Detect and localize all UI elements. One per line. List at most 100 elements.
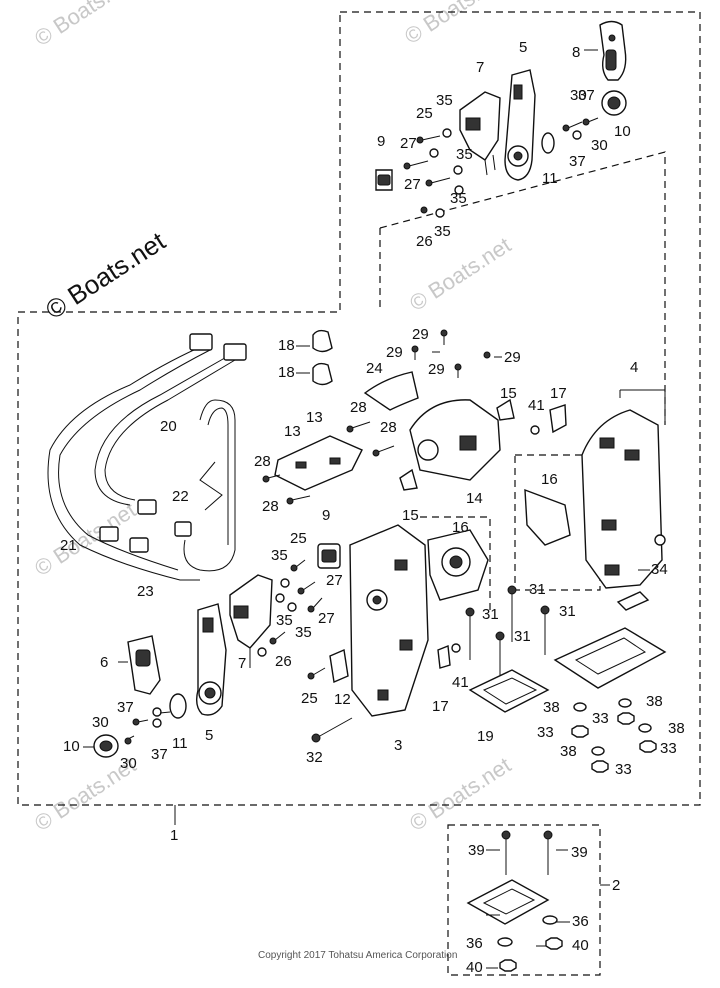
top-screws [403,117,599,218]
part-12-pad [329,649,349,683]
assembly-boundary [17,11,701,806]
part-20-21-harness [47,333,247,581]
callout-38: 38 [543,699,560,716]
callout-29: 29 [386,344,403,361]
callout-39: 39 [571,844,588,861]
inset-boundary-16 [514,454,601,591]
label-leaders [83,49,650,969]
callout-31: 31 [482,606,499,623]
part-14-cover [409,399,501,481]
callout-37: 37 [117,699,134,716]
callout-9: 9 [322,507,330,524]
callout-29: 29 [504,349,521,366]
callout-23: 23 [137,583,154,600]
part-4-housing [581,409,666,611]
part-9-knob [375,169,393,191]
callout-29: 29 [428,361,445,378]
callout-13: 13 [306,409,323,426]
callout-7: 7 [476,59,484,76]
callout-7: 7 [238,655,246,672]
callout-38: 38 [668,720,685,737]
callout-labels: 1 2 3 4 5 5 6 7 7 8 9 9 10 10 11 11 12 1… [60,39,685,976]
callout-30: 30 [570,87,587,104]
callout-14: 14 [466,490,483,507]
callout-29: 29 [412,326,429,343]
callout-20: 20 [160,418,177,435]
callout-32: 32 [306,749,323,766]
callout-38: 38 [646,693,663,710]
part-16-pads [427,488,571,601]
callout-28: 28 [262,498,279,515]
callout-10: 10 [63,738,80,755]
part-15-clip [399,398,515,491]
callout-35: 35 [271,547,288,564]
part-7-cover [459,91,501,176]
callout-1: 1 [170,827,178,844]
callout-41: 41 [452,674,469,691]
callout-33: 33 [660,740,677,757]
callout-31: 31 [514,628,531,645]
callout-33: 33 [592,710,609,727]
part-6-handle [127,635,161,695]
callout-35: 35 [436,92,453,109]
part-5-lower-arm [195,603,227,716]
callout-35: 35 [434,223,451,240]
callout-26: 26 [275,653,292,670]
callout-36: 36 [572,913,589,930]
callout-11: 11 [542,170,558,187]
callout-27: 27 [318,610,335,627]
part-8-handle-lever [599,20,627,81]
callout-27: 27 [404,176,421,193]
callout-16: 16 [452,519,469,536]
callout-16: 16 [541,471,558,488]
callout-8: 8 [572,44,580,61]
callout-30: 30 [92,714,109,731]
callout-3: 3 [394,737,402,754]
part-18-caps [312,329,333,386]
callout-18: 18 [278,364,295,381]
callout-21: 21 [60,537,77,554]
callout-37: 37 [578,87,595,104]
callout-4: 4 [630,359,638,376]
callout-31: 31 [559,603,576,620]
callout-11: 11 [172,735,188,752]
callout-36: 36 [466,935,483,952]
callout-26: 26 [416,233,433,250]
assembly-2-parts [466,830,563,972]
part-7-lower-cover [229,574,273,668]
callout-10: 10 [614,123,631,140]
callout-25: 25 [290,530,307,547]
part-5-arm [504,69,536,181]
callout-37: 37 [569,153,586,170]
callout-17: 17 [432,698,449,715]
callout-27: 27 [326,572,343,589]
callout-15: 15 [402,507,419,524]
callout-25: 25 [416,105,433,122]
copyright-notice: Copyright 2017 Tohatsu America Corporati… [258,950,458,961]
callout-5: 5 [519,39,527,56]
nuts-washers-33-38 [571,698,657,773]
callout-19: 19 [477,728,494,745]
callout-25: 25 [301,690,318,707]
callout-24: 24 [366,360,383,377]
callout-28: 28 [350,399,367,416]
callout-39: 39 [468,842,485,859]
assembly-2-boundary [447,824,601,976]
part-11-lower-cam [169,693,187,719]
callout-31: 31 [529,581,546,598]
callout-35: 35 [456,146,473,163]
part-13-bracket [274,435,363,491]
callout-38: 38 [560,743,577,760]
callout-15: 15 [500,385,517,402]
callout-18: 18 [278,337,295,354]
callout-35: 35 [276,612,293,629]
callout-27: 27 [400,135,417,152]
callout-37: 37 [151,746,168,763]
gasket-plate [553,627,667,689]
bolts-31-32 [311,585,550,743]
part-9-lower-knob [317,543,341,569]
callout-33: 33 [615,761,632,778]
callout-30: 30 [120,755,137,772]
callout-22: 22 [172,488,189,505]
